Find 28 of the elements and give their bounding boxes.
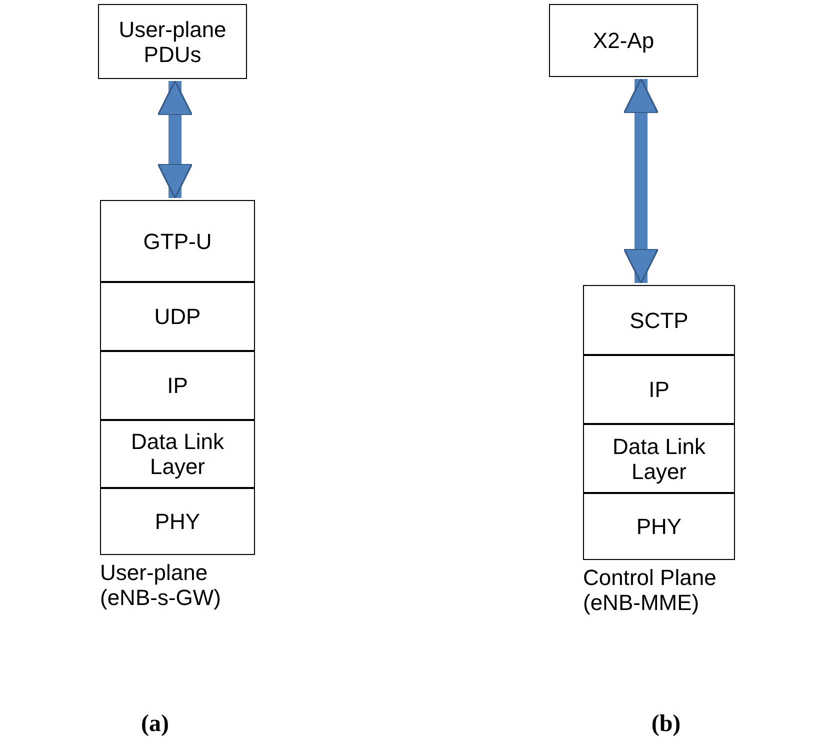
layer-label: Data Link Layer	[612, 434, 706, 484]
layer-box	[100, 420, 255, 488]
layer-label: IP	[648, 377, 670, 402]
layer-box	[100, 282, 255, 351]
layer-box	[549, 4, 698, 77]
double-arrow	[623, 78, 659, 284]
layer-label: PHY	[154, 509, 200, 534]
layer-label: IP	[167, 373, 188, 398]
layer-label: User-plane PDUs	[118, 16, 228, 66]
figure-label: (a)	[141, 711, 169, 738]
figure-label: (b)	[651, 711, 681, 738]
layer-box	[583, 424, 735, 493]
layer-box	[98, 4, 247, 79]
stack-caption: Control Plane (eNB-MME)	[583, 565, 718, 615]
layer-label: X2-Ap	[592, 28, 654, 53]
stack-caption: User-plane (eNB-s-GW)	[100, 560, 222, 610]
layer-box	[583, 493, 735, 560]
layer-label: PHY	[636, 514, 682, 539]
layer-box	[100, 351, 255, 420]
layer-box	[100, 488, 255, 555]
layer-label: UDP	[154, 304, 201, 329]
layer-box	[583, 355, 735, 424]
double-arrow	[157, 80, 193, 199]
layer-box	[583, 285, 735, 355]
layer-label: GTP-U	[143, 228, 212, 254]
layer-label: SCTP	[630, 308, 688, 332]
layer-box	[100, 200, 255, 282]
layer-label: Data Link Layer	[130, 429, 225, 479]
